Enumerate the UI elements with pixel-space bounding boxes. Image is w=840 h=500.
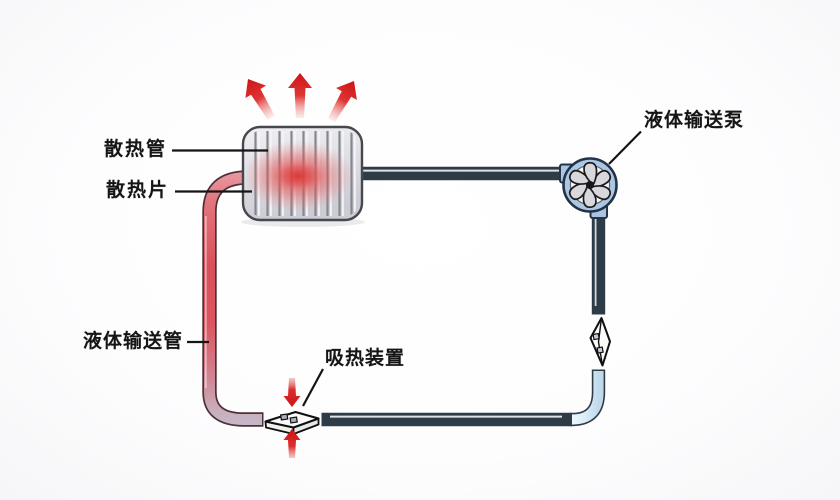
- radiator: [241, 125, 365, 227]
- pointer-pump: [608, 130, 642, 165]
- cold-pipe-bottom: [321, 412, 572, 427]
- pump-icon: [559, 157, 618, 219]
- heat-dissipation-arrows: [245, 73, 357, 122]
- label-radiator-fin: 散热片: [106, 180, 170, 201]
- heat-input-arrows: [283, 378, 301, 458]
- heat-arrow-up-small-icon: [283, 429, 301, 458]
- label-pump: 液体输送泵: [644, 110, 745, 131]
- pointer-heat-absorber: [302, 368, 324, 407]
- label-liquid-pipe: 液体输送管: [83, 331, 184, 352]
- heat-arrow-up-icon: [288, 73, 312, 118]
- heat-arrow-upleft-icon: [245, 79, 275, 120]
- flow-valve-icon: [589, 317, 611, 367]
- heat-glow-core: [268, 159, 328, 193]
- hot-pipe: [202, 170, 264, 427]
- heat-arrow-down-icon: [283, 378, 301, 407]
- heat-absorber-icon: [264, 411, 320, 435]
- heat-arrow-upright-icon: [328, 81, 357, 122]
- pointer-lines: [172, 130, 642, 407]
- cold-pipe-right-lower: [570, 369, 606, 427]
- label-heat-absorber: 吸热装置: [325, 348, 406, 369]
- cold-pipe-top: [358, 166, 570, 181]
- pump-impeller-icon: [568, 162, 612, 208]
- label-radiator-pipe: 散热管: [104, 139, 168, 160]
- radiator-fins: [247, 131, 356, 216]
- cold-pipe-right-upper: [591, 202, 606, 315]
